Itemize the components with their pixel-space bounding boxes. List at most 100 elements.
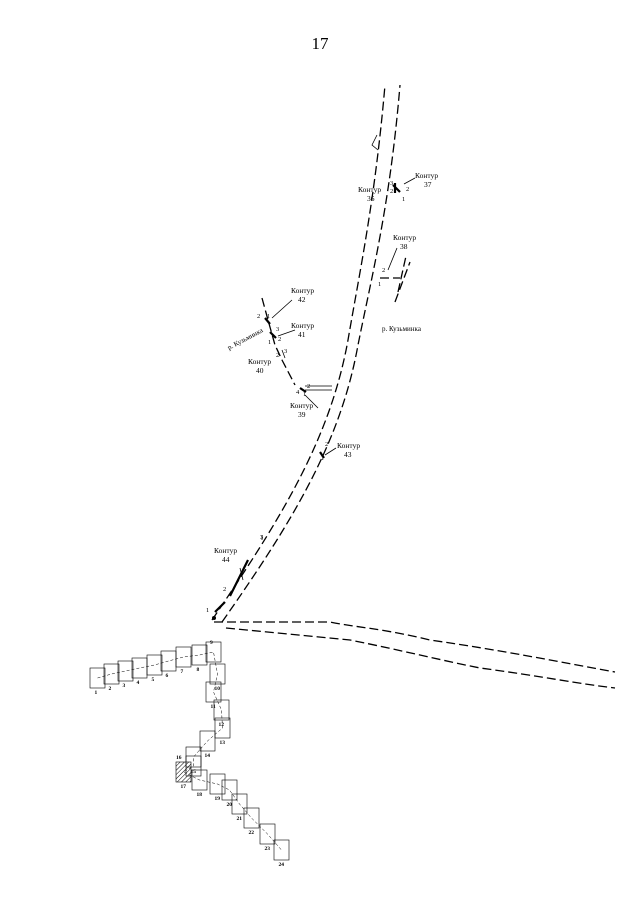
contour-41-label: Контур xyxy=(291,321,314,330)
branch-line-bottom xyxy=(225,627,616,689)
contour-39-marker xyxy=(299,387,307,393)
contour-40-number: 40 xyxy=(256,366,264,375)
contour-36-37-marker xyxy=(392,183,401,193)
sheet-22 xyxy=(243,807,260,829)
point-38-2: 2 xyxy=(382,267,385,274)
sheet-number: 1 xyxy=(95,690,98,696)
sheet-number: 16 xyxy=(176,755,182,761)
point-39-2: 2 xyxy=(307,383,310,390)
sheet-13 xyxy=(214,717,231,739)
point-37-1: 1 xyxy=(402,196,405,203)
contour-42-number: 42 xyxy=(298,295,306,304)
point-44-2: 2 xyxy=(223,586,226,593)
sheet-number: 21 xyxy=(237,816,243,822)
sheet-7 xyxy=(175,646,192,668)
sheet-21 xyxy=(231,793,248,815)
sheet-number: 9 xyxy=(210,640,213,646)
sheet-4 xyxy=(131,657,148,679)
contour-43-marker xyxy=(319,451,325,459)
point-40-3: 3 xyxy=(284,348,287,355)
contour-40-label: Контур xyxy=(248,357,271,366)
sheet-number: 23 xyxy=(265,846,271,852)
contour-44-marker xyxy=(214,559,249,613)
leader-lines xyxy=(239,177,416,581)
contour-42-marker xyxy=(264,317,271,325)
sheet-number: 17 xyxy=(181,784,187,790)
sheet-number: 3 xyxy=(123,683,126,689)
point-36-2: 2 xyxy=(390,188,393,195)
sheet-number: 7 xyxy=(181,669,184,675)
branch-line-top xyxy=(214,621,616,673)
contour-41-number: 41 xyxy=(298,330,306,339)
contour-44-label: Контур xyxy=(214,546,237,555)
contour-37-number: 37 xyxy=(424,180,432,189)
sheet-3 xyxy=(117,660,134,682)
sheet-number: 10 xyxy=(215,686,221,692)
river-label-west: р. Кузьминка xyxy=(226,326,265,352)
point-42-1: 1 xyxy=(267,313,270,320)
point-40-2: 2 xyxy=(276,352,279,359)
contour-39-label: Контур xyxy=(290,401,313,410)
point-39-1: 1 xyxy=(303,391,306,398)
sheet-number: 19 xyxy=(215,796,221,802)
sheet-number: 24 xyxy=(279,862,285,868)
sheet-14 xyxy=(199,730,216,752)
corridor-line-left xyxy=(211,84,386,621)
point-41-3: 3 xyxy=(276,326,279,333)
contour-38-label: Контур xyxy=(393,233,416,242)
contour-42-label: Контур xyxy=(291,286,314,295)
contour-36-number: 36 xyxy=(367,194,375,203)
side-branch xyxy=(380,255,411,303)
point-43-2: 2 xyxy=(325,441,328,448)
sheet-12 xyxy=(213,699,230,721)
sheet-1 xyxy=(89,667,106,689)
contour-43-label: Контур xyxy=(337,441,360,450)
contour-40-marker xyxy=(281,349,286,359)
sheet-5 xyxy=(146,654,163,676)
sheet-chain-line xyxy=(97,651,282,851)
start-point xyxy=(212,616,216,620)
contour-36-label: Контур xyxy=(358,185,381,194)
point-36-3: 3 xyxy=(390,180,393,187)
corridor-notch xyxy=(371,134,379,151)
track-42-39 xyxy=(261,297,296,386)
point-44-3: 3 xyxy=(260,534,263,541)
sheet-11 xyxy=(205,681,222,703)
sheet-8 xyxy=(191,644,208,666)
point-39-4: 4 xyxy=(296,389,300,396)
sheet-number: 13 xyxy=(220,740,226,746)
contour-43-number: 43 xyxy=(344,450,352,459)
sheet-24 xyxy=(273,839,290,861)
sheet-number: 22 xyxy=(249,830,255,836)
contour-37-label: Контур xyxy=(415,171,438,180)
sheet-9 xyxy=(205,641,222,663)
page-number: 17 xyxy=(311,34,329,53)
sheet-23 xyxy=(259,823,276,845)
sheet-number: 20 xyxy=(227,802,233,808)
point-38-1: 1 xyxy=(378,281,381,288)
contour-38-number: 38 xyxy=(400,242,408,251)
sheet-number: 5 xyxy=(152,677,155,683)
sheet-number: 6 xyxy=(166,673,169,679)
sheet-number: 15 xyxy=(191,769,197,775)
contour-44-number: 44 xyxy=(222,555,230,564)
sheet-2 xyxy=(103,663,120,685)
sheet-number: 14 xyxy=(205,753,211,759)
river-label-east: р. Кузьминка xyxy=(382,325,422,333)
point-42-2: 2 xyxy=(257,313,260,320)
point-41-1: 1 xyxy=(268,339,271,346)
sheet-number: 4 xyxy=(137,680,140,686)
point-37-2: 2 xyxy=(406,186,409,193)
contour-39-number: 39 xyxy=(298,410,306,419)
sheet-18 xyxy=(191,769,208,791)
sheet-17 xyxy=(175,761,192,783)
sheet-10 xyxy=(209,663,226,685)
corridor-line-right xyxy=(221,84,401,623)
contour-41-marker xyxy=(269,331,277,339)
sheet-19 xyxy=(209,773,226,795)
point-44-1: 1 xyxy=(206,607,209,614)
spur-39 xyxy=(305,385,332,391)
point-43-1: 1 xyxy=(321,455,324,462)
